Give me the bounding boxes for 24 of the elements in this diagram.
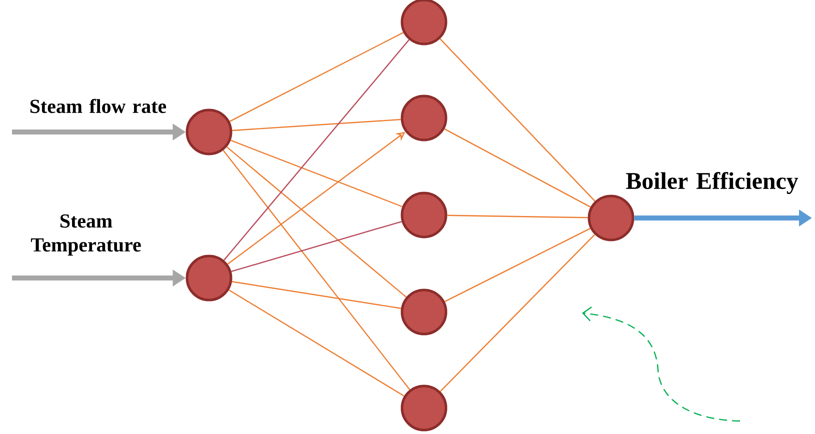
neuron-circle bbox=[186, 108, 232, 156]
edge-label: Steam Temperature bbox=[30, 214, 141, 256]
connection-line bbox=[440, 234, 596, 392]
connection-line bbox=[230, 140, 403, 208]
connection-line bbox=[228, 290, 404, 396]
neuron-circle bbox=[186, 254, 232, 302]
neuron-circle bbox=[588, 194, 634, 242]
neuron-circle bbox=[400, 192, 448, 238]
connection-line bbox=[222, 150, 410, 390]
neuron-circle bbox=[400, 94, 448, 142]
connection-line bbox=[226, 146, 407, 298]
connection-line bbox=[224, 39, 410, 261]
connection-line bbox=[232, 118, 401, 132]
connection-line bbox=[440, 38, 596, 202]
neuron-circle bbox=[400, 384, 448, 432]
edge-label: Steam flow rate bbox=[30, 98, 166, 114]
connection-line bbox=[447, 214, 588, 218]
connection-line bbox=[444, 228, 590, 302]
connection-line bbox=[231, 220, 402, 272]
connection-line bbox=[229, 32, 404, 122]
connection-line bbox=[444, 128, 591, 208]
neuron-circle bbox=[400, 288, 448, 336]
connection-line bbox=[232, 281, 402, 309]
edge-label: Boiler Efficiency bbox=[626, 172, 798, 194]
